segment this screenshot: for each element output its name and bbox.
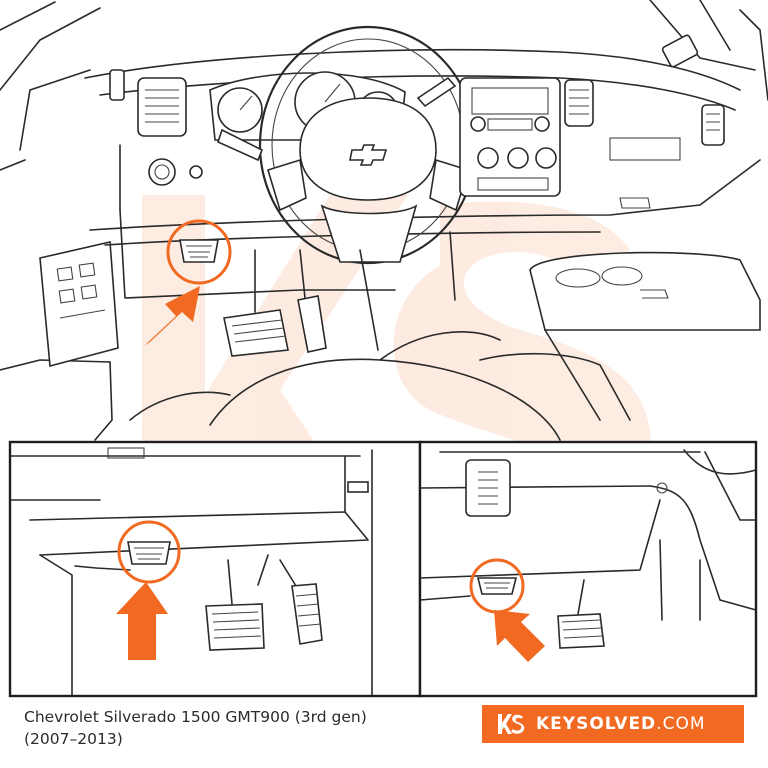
brand-wordmark: KEYSOLVED.COM (536, 714, 706, 734)
obd-port-highlight-right (469, 558, 545, 662)
vehicle-model-years: (2007–2013) (24, 730, 123, 748)
brand-name: KEYSOLVED (536, 714, 657, 734)
closeup-right-illustration (419, 442, 757, 696)
obd-port-highlight-left (116, 520, 181, 660)
cabin-overview-illustration (0, 0, 768, 441)
closeup-left-illustration (9, 442, 420, 697)
brand-domain: .COM (656, 714, 706, 734)
vehicle-caption: Chevrolet Silverado 1500 GMT900 (3rd gen… (24, 706, 464, 750)
closeup-right-frame (418, 440, 758, 698)
ks-logo-icon (498, 714, 525, 734)
vehicle-model-title: Chevrolet Silverado 1500 GMT900 (3rd gen… (24, 708, 367, 726)
chevrolet-bowtie-icon (349, 144, 388, 166)
obd-port-highlight-top (144, 219, 232, 346)
keysolved-brand-badge[interactable]: KEYSOLVED.COM (482, 705, 744, 743)
